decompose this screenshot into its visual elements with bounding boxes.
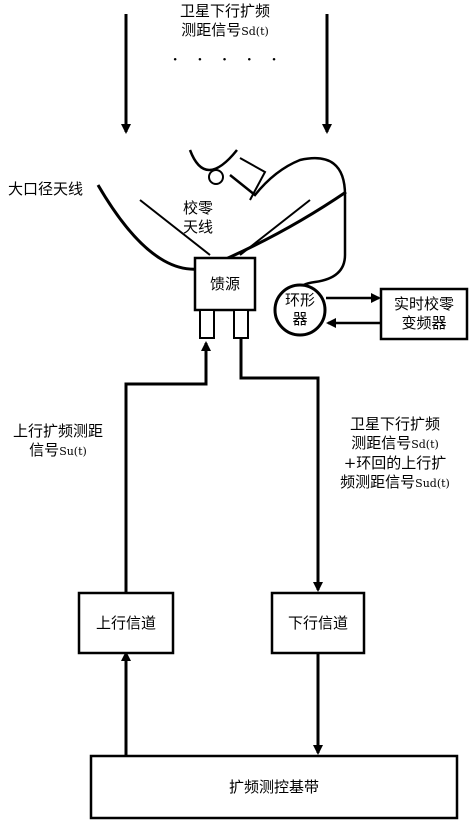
baseband-label: 扩频测控基带 <box>228 777 319 796</box>
uplink-channel-to-feed-arrow <box>124 341 211 594</box>
downlink-signal-line1: 卫星下行扩频 <box>179 2 270 20</box>
feed-strut-right <box>239 199 311 256</box>
converter-label: 实时校零 变频器 <box>381 289 467 339</box>
combined-signal-text-a: 测距信号 <box>351 434 412 452</box>
uplink-signal-label: 上行扩频测距 信号Su(t) <box>2 422 114 461</box>
zero-antenna-label-line1: 校零 <box>182 199 213 217</box>
converter-box <box>379 287 469 341</box>
calibration-loop-cable <box>229 157 347 291</box>
calibration-loop-cross <box>239 157 267 201</box>
uplink-signal-text: 信号 <box>29 441 60 459</box>
downlink-signal-label: 卫星下行扩频 测距信号Sd(t) <box>160 2 290 41</box>
combined-signal-text-b: 频测距信号 <box>340 473 416 491</box>
zero-cal-antenna-feed <box>208 169 224 185</box>
uplink-signal-symbol: Su(t) <box>59 445 87 458</box>
zero-cal-antenna-dish <box>188 149 238 172</box>
converter-label-line1: 实时校零 <box>393 295 454 313</box>
feed-port-left <box>199 309 215 339</box>
uplink-signal-line1: 上行扩频测距 <box>12 422 103 440</box>
downlink-signal-line2: 测距信号Sd(t) <box>160 21 290 41</box>
combined-signal-symbol-b: Sud(t) <box>415 477 450 490</box>
uplink-signal-line2: 信号Su(t) <box>2 441 114 461</box>
combined-signal-label: 卫星下行扩频 测距信号Sd(t) +环回的上行扩 频测距信号Sud(t) <box>320 415 470 493</box>
feed-to-downlink-channel-arrow <box>239 338 323 592</box>
feed-port-right <box>233 309 249 339</box>
zero-antenna-label-line2: 天线 <box>182 218 213 236</box>
uplink-channel-label: 上行信道 <box>95 613 156 632</box>
circulator-label-line1: 环形 <box>284 291 315 309</box>
combined-signal-line3: +环回的上行扩 <box>343 454 447 472</box>
downlink-channel-box <box>270 591 366 655</box>
baseband-box <box>89 754 459 820</box>
combined-signal-line2: 测距信号Sd(t) <box>320 434 470 454</box>
uplink-channel-box <box>77 591 175 655</box>
combined-signal-line4: 频测距信号Sud(t) <box>320 473 470 493</box>
feed-box <box>193 256 257 312</box>
ellipsis-dots: · · · · · <box>172 47 284 71</box>
circulator-label-line2: 器 <box>292 310 308 328</box>
large-dish-reflector <box>96 184 347 271</box>
downlink-signal-text: 测距信号 <box>181 21 242 39</box>
combined-signal-line1: 卫星下行扩频 <box>349 415 440 433</box>
downlink-signal-symbol: Sd(t) <box>241 25 269 38</box>
zero-antenna-label: 校零 天线 <box>178 199 218 237</box>
feed-label: 馈源 <box>209 274 240 293</box>
large-antenna-label: 大口径天线 <box>8 180 84 198</box>
converter-label-line2: 变频器 <box>401 314 447 332</box>
feed-strut-left <box>139 199 211 256</box>
combined-signal-symbol-a: Sd(t) <box>411 438 439 451</box>
circulator-label: 环形 器 <box>275 291 325 329</box>
circulator-circle <box>273 283 327 337</box>
downlink-channel-label: 下行信道 <box>287 613 348 632</box>
